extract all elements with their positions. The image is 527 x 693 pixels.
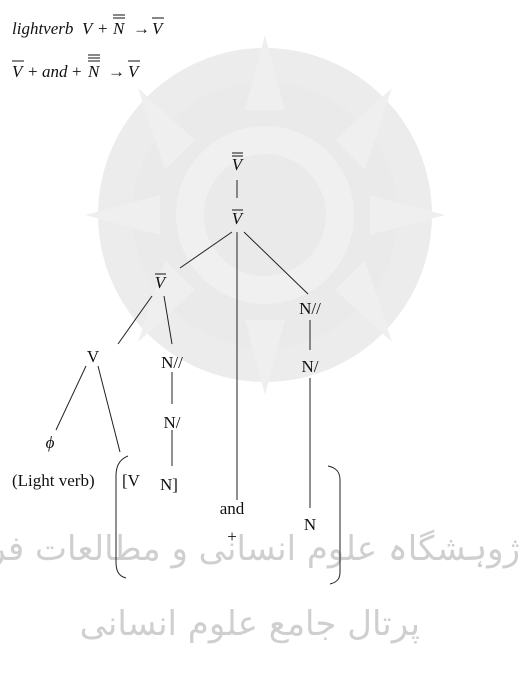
node-light-verb: (Light verb) [12,471,95,490]
rule2-rhs: V [128,62,141,81]
node-n1-left: N/ [164,413,181,432]
node-plus: + [227,527,237,546]
rule2-plus1: + [28,62,38,81]
node-v: V [87,347,100,366]
watermark-text-2: پرتال جامع علوم انسانی [80,604,420,644]
node-n2-right: N// [299,299,321,318]
rule1-lightverb: lightverb [12,19,73,38]
rule1-v: V [82,19,95,38]
rule1-n: N [112,19,126,38]
rule2-arrow: → [108,62,125,81]
watermark-text-1: ژوہشگاہ علوم انسانی و مطالعات فرہنگی [0,529,520,569]
watermark-emblem [85,35,445,395]
rule1-arrow: → [133,19,150,38]
node-n-left: N] [160,475,178,494]
node-bracket-v: [V [122,471,141,490]
rule-1: lightverb V + N → V [12,15,165,38]
rule2-v: V [12,62,25,81]
node-n-right: N [304,515,316,534]
node-and: and [220,499,245,518]
rule2-plus2: + [72,62,82,81]
node-n1-right: N/ [302,357,319,376]
node-phi: ϕ [46,433,55,452]
rule1-rhs: V [152,19,165,38]
rule1-plus: + [98,19,108,38]
node-n2-left: N// [161,353,183,372]
rule2-and: and [42,62,68,81]
rule-2: V + and + N → V [12,55,141,81]
rule2-n: N [87,62,101,81]
